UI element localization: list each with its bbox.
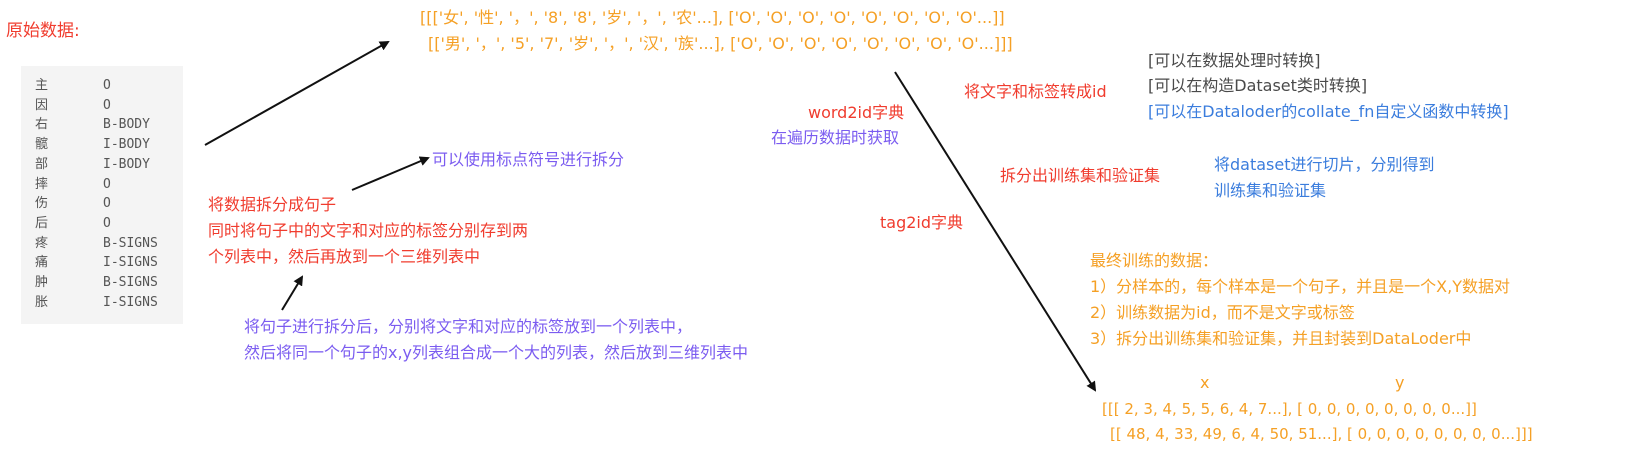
raw-tag: B-SIGNS: [103, 235, 158, 251]
arrow-list-to-ids: [894, 71, 1097, 392]
raw-char: 肿: [35, 275, 49, 290]
raw-char: 摔: [35, 176, 49, 192]
raw-data-row: 髋 I-BODY: [35, 135, 150, 155]
punct-split-note: 可以使用标点符号进行拆分: [432, 150, 625, 169]
raw-tag: I-SIGNS: [103, 255, 158, 271]
final-title: 最终训练的数据：: [1090, 251, 1219, 270]
raw-char: 髋: [35, 137, 49, 153]
raw-tag: I-BODY: [103, 137, 150, 153]
raw-tag: B-BODY: [103, 117, 150, 133]
raw-tag: I-SIGNS: [103, 294, 158, 310]
x-label: x: [1200, 373, 1210, 392]
raw-data-row: 部 I-BODY: [35, 155, 150, 175]
split-sentence-note: 将数据拆分成句子 同时将句子中的文字和对应的标签分别存到两 个列表中，然后再放到…: [208, 192, 528, 270]
combine-xy-note: 将句子进行拆分后，分别将文字和对应的标签放到一个列表中， 然后将同一个句子的x,…: [244, 314, 748, 366]
arrow-combine-to-split: [281, 275, 304, 311]
raw-data-row: 肿 B-SIGNS: [35, 273, 158, 293]
raw-char: 疼: [35, 235, 49, 251]
split-note-line-1: 将数据拆分成句子: [208, 195, 337, 214]
word2id-sub: 在遍历数据时获取: [771, 128, 900, 147]
raw-char: 后: [35, 215, 49, 231]
ids-line-1: [[[ 2, 3, 4, 5, 5, 6, 4, 7...], [ 0, 0, …: [1102, 400, 1477, 418]
raw-tag: O: [103, 97, 111, 113]
raw-char: 痛: [35, 255, 49, 271]
split-train-label: 拆分出训练集和验证集: [1000, 166, 1161, 185]
raw-tag: B-SIGNS: [103, 275, 158, 290]
combine-note-line-1: 将句子进行拆分后，分别将文字和对应的标签放到一个列表中，: [244, 317, 693, 336]
final-point-2: 2）训练数据为id，而不是文字或标签: [1090, 303, 1355, 322]
raw-char: 部: [35, 156, 49, 172]
y-label: y: [1395, 373, 1405, 392]
split-note-line-2: 同时将句子中的文字和对应的标签分别存到两: [208, 221, 529, 240]
convert-option-3: [可以在Dataloder的collate_fn自定义函数中转换]: [1148, 102, 1509, 121]
arrow-split-to-punct: [351, 156, 430, 191]
final-data-block: 最终训练的数据： 1）分样本的，每个样本是一个句子，并且是一个X,Y数据对 2）…: [1090, 248, 1510, 352]
raw-tag: O: [103, 196, 111, 212]
split-train-desc-1: 将dataset进行切片，分别得到: [1214, 155, 1435, 174]
word2id-label: word2id字典: [808, 103, 905, 122]
split-note-line-3: 个列表中，然后再放到一个三维列表中: [208, 247, 481, 266]
raw-tag: O: [103, 78, 111, 93]
raw-char: 主: [35, 78, 49, 93]
list3d-line-1: [[['女', '性', '，', '8', '8', '岁', '，', '农…: [420, 8, 1005, 27]
raw-char: 因: [35, 97, 49, 113]
raw-tag: O: [103, 176, 111, 192]
split-train-desc-2: 训练集和验证集: [1214, 181, 1327, 200]
raw-data-row: 右 B-BODY: [35, 115, 150, 135]
raw-char: 胀: [35, 294, 49, 310]
raw-data-row: 痛 I-SIGNS: [35, 253, 158, 273]
raw-data-row: 疼 B-SIGNS: [35, 234, 158, 254]
raw-data-row: 胀 I-SIGNS: [35, 293, 158, 313]
ids-line-2: [[ 48, 4, 33, 49, 6, 4, 50, 51...], [ 0,…: [1110, 425, 1533, 443]
raw-char: 伤: [35, 196, 49, 212]
final-point-1: 1）分样本的，每个样本是一个句子，并且是一个X,Y数据对: [1090, 277, 1511, 296]
list3d-line-2: [['男', '，', '5', '7', '岁', '，', '汉', '族'…: [428, 34, 1013, 53]
final-point-3: 3）拆分出训练集和验证集，并且封装到DataLoder中: [1090, 329, 1472, 348]
page-title: 原始数据:: [6, 21, 80, 41]
raw-tag: I-BODY: [103, 156, 150, 172]
combine-note-line-2: 然后将同一个句子的x,y列表组合成一个大的列表，然后放到三维列表中: [244, 343, 749, 362]
convert-option-2: [可以在构造Dataset类时转换]: [1148, 76, 1368, 95]
tag2id-label: tag2id字典: [880, 213, 964, 232]
arrow-raw-to-list: [204, 41, 390, 146]
raw-char: 右: [35, 117, 49, 133]
convert-option-1: [可以在数据处理时转换]: [1148, 51, 1321, 70]
raw-tag: O: [103, 215, 111, 231]
to-id-label: 将文字和标签转成id: [964, 82, 1107, 101]
